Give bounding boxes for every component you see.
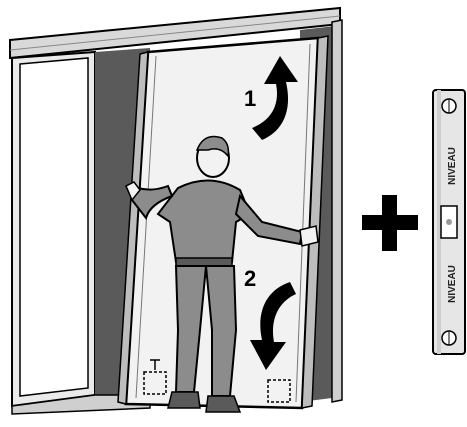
- spirit-level: NIVEAU NIVEAU: [431, 88, 467, 356]
- level-label-bottom: NIVEAU: [447, 265, 458, 303]
- step-2-number: 2: [244, 266, 256, 291]
- plus-sign: [362, 195, 418, 251]
- step-1-number: 1: [244, 86, 256, 111]
- level-label-top: NIVEAU: [447, 147, 458, 185]
